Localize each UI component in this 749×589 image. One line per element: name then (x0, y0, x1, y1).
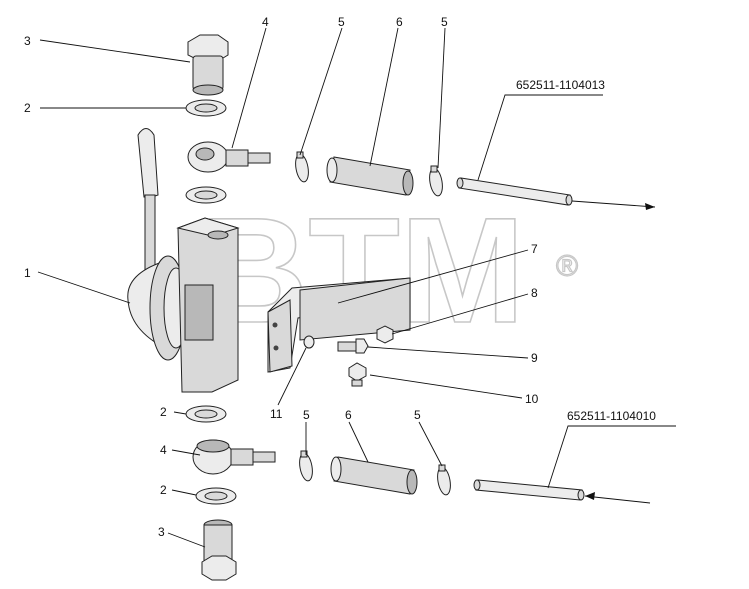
callout-5-bottom-left: 5 (303, 408, 310, 422)
leader-lines (37, 27, 676, 548)
callout-labels: 3 2 1 4 5 6 5 652511-1104013 7 8 9 10 11… (24, 15, 656, 539)
spring-washer (303, 335, 315, 349)
callout-3-bottom: 3 (158, 525, 165, 539)
callout-5-top-right: 5 (441, 15, 448, 29)
hose-clamp-1 (295, 151, 309, 183)
callout-4-bottom: 4 (160, 443, 167, 457)
banjo-fitting-bottom (192, 439, 276, 475)
part-number-lower-pipe: 652511-1104010 (567, 409, 656, 423)
callout-6-top: 6 (396, 15, 403, 29)
callout-5-bottom-right: 5 (414, 408, 421, 422)
fuel-pipe-upper (456, 177, 656, 210)
banjo-bolt-top (187, 34, 229, 96)
part-number-upper-pipe: 652511-1104013 (516, 78, 605, 92)
nut (376, 325, 394, 344)
banjo-bolt-bottom (201, 519, 237, 581)
callout-2-bottom: 2 (160, 483, 167, 497)
hose-clamp-4 (437, 464, 451, 496)
washer-bottom-1 (185, 405, 227, 423)
hose-clamp-3 (299, 450, 313, 482)
washer-top-1 (185, 99, 227, 117)
hose-clamp-2 (429, 165, 443, 197)
callout-2-middle: 2 (160, 405, 167, 419)
callout-1: 1 (24, 266, 31, 280)
callout-4-top: 4 (262, 15, 269, 29)
watermark-registered-mark: ® (556, 250, 578, 283)
hose-bottom (330, 456, 418, 495)
callout-9: 9 (531, 351, 538, 365)
washer-bottom-2 (195, 487, 237, 505)
callout-10: 10 (525, 392, 539, 406)
hand-pump-assembly (127, 128, 240, 393)
callout-8: 8 (531, 286, 538, 300)
washer-top-2 (185, 186, 227, 204)
callout-7: 7 (531, 242, 538, 256)
callout-2-top: 2 (24, 101, 31, 115)
mounting-bracket (267, 277, 411, 373)
banjo-fitting-top (187, 141, 271, 173)
fuel-pipe-lower (473, 479, 651, 504)
callout-6-bottom: 6 (345, 408, 352, 422)
bolt-short (348, 362, 367, 387)
hose-top (326, 156, 414, 196)
callout-11: 11 (270, 407, 283, 421)
callout-3-top: 3 (24, 34, 31, 48)
callout-5-top-left: 5 (338, 15, 345, 29)
bolt-long (337, 338, 369, 354)
